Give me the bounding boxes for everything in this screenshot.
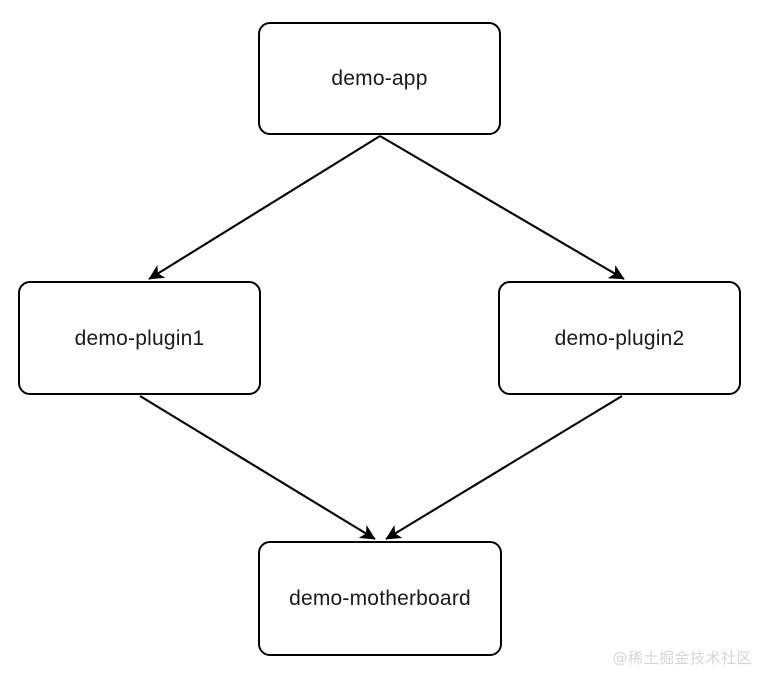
node-demo-app[interactable]: demo-app	[258, 22, 501, 135]
node-label: demo-plugin1	[74, 326, 205, 350]
node-label: demo-app	[331, 67, 428, 90]
node-demo-motherboard[interactable]: demo-motherboard	[258, 541, 502, 656]
node-demo-plugin2[interactable]: demo-plugin2	[498, 281, 741, 395]
node-label: demo-motherboard	[289, 587, 471, 610]
edge-demo-plugin2-to-demo-motherboard	[385, 395, 623, 540]
watermark: @稀土掘金技术社区	[612, 649, 752, 667]
node-label: demo-plugin2	[554, 326, 685, 350]
node-demo-plugin1[interactable]: demo-plugin1	[18, 281, 261, 395]
edge-demo-plugin1-to-demo-motherboard	[139, 395, 376, 540]
edge-demo-app-to-demo-plugin2	[379, 135, 625, 280]
edge-demo-app-to-demo-plugin1	[148, 135, 381, 280]
